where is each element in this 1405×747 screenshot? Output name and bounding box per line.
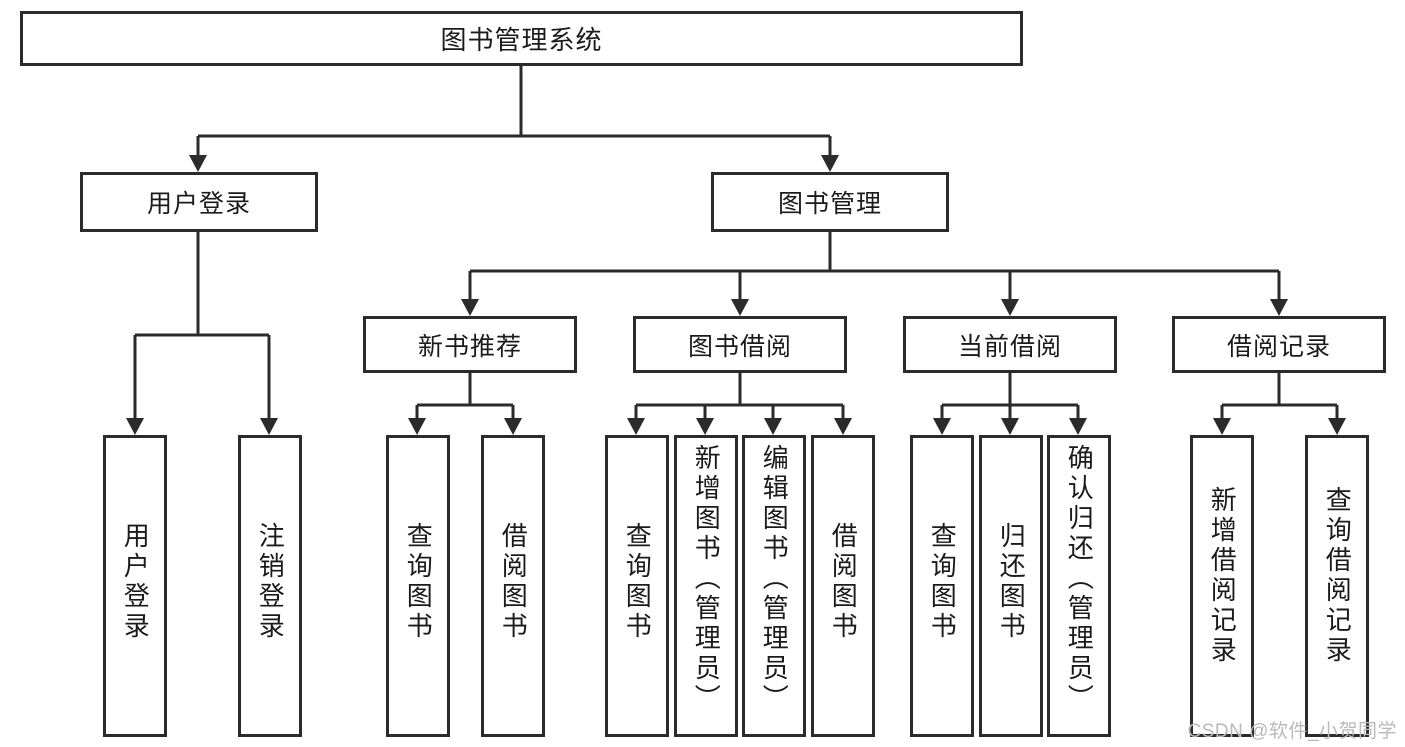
leaf-book-borrow-edit[interactable]: 编辑图书（管理员） — [742, 435, 806, 737]
leaf-label: 新增借阅记录 — [1207, 486, 1238, 666]
arrowhead-newbook-leaf2 — [504, 418, 522, 435]
arrowhead-new-book — [461, 299, 479, 316]
leaf-borrow-record-add[interactable]: 新增借阅记录 — [1190, 435, 1254, 737]
arrowhead-br-leaf2 — [1328, 418, 1346, 435]
leaf-user-login-signin[interactable]: 用户登录 — [103, 435, 167, 737]
leaf-label: 查询图书 — [403, 522, 434, 642]
arrowhead-user-login — [189, 155, 207, 172]
leaf-current-borrow-query[interactable]: 查询图书 — [910, 435, 974, 737]
leaf-label: 归还图书 — [996, 522, 1027, 642]
node-label: 图书管理 — [777, 190, 882, 218]
arrowhead-cb-leaf3 — [1069, 418, 1087, 435]
node-root-book-management-system[interactable]: 图书管理系统 — [20, 11, 1023, 66]
arrowhead-borrow-record — [1270, 299, 1288, 316]
node-label: 图书管理系统 — [440, 25, 603, 55]
node-borrow-record[interactable]: 借阅记录 — [1172, 316, 1386, 373]
node-book-management[interactable]: 图书管理 — [711, 172, 949, 232]
leaf-book-borrow-query[interactable]: 查询图书 — [605, 435, 669, 737]
arrowhead-cb-leaf1 — [933, 418, 951, 435]
arrowhead-bb-leaf2 — [696, 418, 714, 435]
leaf-borrow-record-query[interactable]: 查询借阅记录 — [1305, 435, 1369, 737]
node-label: 新书推荐 — [417, 332, 522, 361]
leaf-label: 用户登录 — [120, 522, 151, 642]
arrowhead-current-borrow — [1001, 299, 1019, 316]
leaf-label: 借阅图书 — [828, 522, 859, 642]
leaf-user-login-signout[interactable]: 注销登录 — [238, 435, 302, 737]
arrowhead-bb-leaf1 — [627, 418, 645, 435]
leaf-new-book-borrow[interactable]: 借阅图书 — [481, 435, 545, 737]
node-current-borrow[interactable]: 当前借阅 — [903, 316, 1117, 373]
leaf-book-borrow-borrow[interactable]: 借阅图书 — [811, 435, 875, 737]
node-label: 借阅记录 — [1226, 332, 1331, 361]
leaf-label: 借阅图书 — [498, 522, 529, 642]
node-label: 用户登录 — [146, 190, 251, 218]
arrowhead-br-leaf1 — [1213, 418, 1231, 435]
arrowhead-leaf-logout — [260, 418, 278, 435]
arrowhead-cb-leaf2 — [1001, 418, 1019, 435]
leaf-label: 查询图书 — [622, 522, 653, 642]
arrowhead-book-manage — [821, 155, 839, 172]
leaf-current-borrow-confirm[interactable]: 确认归还（管理员） — [1047, 435, 1111, 737]
node-book-borrow[interactable]: 图书借阅 — [633, 316, 847, 373]
node-label: 当前借阅 — [957, 332, 1062, 361]
leaf-label: 编辑图书（管理员） — [759, 444, 790, 714]
node-user-login[interactable]: 用户登录 — [80, 172, 318, 232]
arrowhead-leaf-user-login — [126, 418, 144, 435]
leaf-new-book-query[interactable]: 查询图书 — [386, 435, 450, 737]
leaf-label: 查询图书 — [927, 522, 958, 642]
leaf-current-borrow-return[interactable]: 归还图书 — [979, 435, 1043, 737]
arrowhead-bb-leaf3 — [764, 418, 782, 435]
leaf-label: 新增图书（管理员） — [691, 444, 722, 714]
arrowhead-newbook-leaf1 — [408, 418, 426, 435]
leaf-book-borrow-add[interactable]: 新增图书（管理员） — [674, 435, 738, 737]
node-new-book-recommend[interactable]: 新书推荐 — [363, 316, 577, 373]
arrowhead-bb-leaf4 — [834, 418, 852, 435]
leaf-label: 确认归还（管理员） — [1064, 444, 1095, 714]
arrowhead-book-borrow — [731, 299, 749, 316]
leaf-label: 查询借阅记录 — [1322, 486, 1353, 666]
leaf-label: 注销登录 — [255, 522, 286, 642]
node-label: 图书借阅 — [687, 332, 792, 361]
